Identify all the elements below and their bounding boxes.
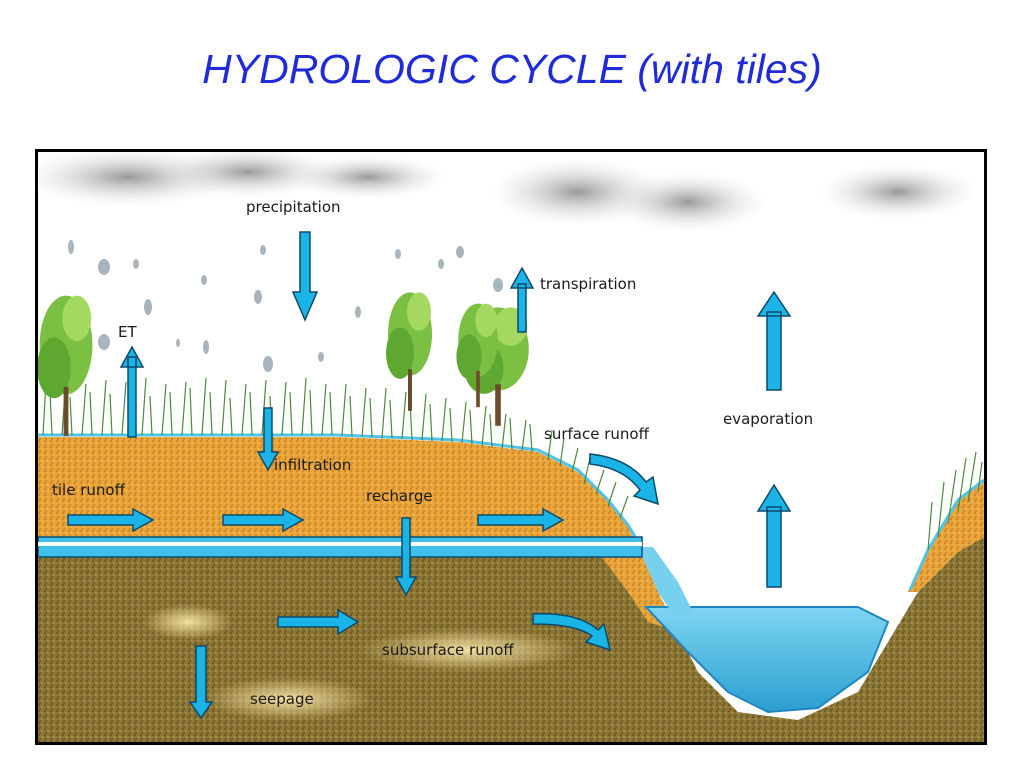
label-recharge: recharge <box>366 487 433 505</box>
tile-drain <box>38 536 643 558</box>
subsurface-zone <box>358 628 578 672</box>
grass <box>42 376 983 551</box>
transpiration-arrow <box>509 266 535 333</box>
topsoil-right-bank <box>908 482 984 592</box>
hydrologic-cycle-diagram: precipitation ET transpiration infiltrat… <box>35 149 987 745</box>
label-evaporation: evaporation <box>723 410 813 428</box>
tile-runoff-arrow-3 <box>477 507 565 533</box>
subsurface-arrow <box>277 608 360 636</box>
seepage-arrow <box>188 645 214 720</box>
waterfall <box>638 547 693 622</box>
et-arrow <box>119 345 145 438</box>
label-et: ET <box>118 323 137 341</box>
stream-water <box>643 606 890 714</box>
clouds <box>38 152 978 232</box>
subsurface-curve-arrow <box>532 613 612 652</box>
tile-runoff-arrow-2 <box>222 507 305 533</box>
label-transpiration: transpiration <box>540 275 636 293</box>
label-infiltration: infiltration <box>274 456 351 474</box>
precipitation-arrow <box>291 231 319 322</box>
evaporation-arrow-top <box>756 290 792 391</box>
infiltration-arrow <box>256 407 280 472</box>
label-surface-runoff: surface runoff <box>544 425 650 443</box>
recharge-arrow <box>394 517 418 597</box>
label-seepage: seepage <box>250 690 314 708</box>
label-precipitation: precipitation <box>246 198 341 216</box>
page-title: HYDROLOGIC CYCLE (with tiles) <box>202 46 822 92</box>
tile-runoff-arrow-1 <box>67 507 155 533</box>
label-tile-runoff: tile runoff <box>52 481 126 499</box>
evaporation-arrow-bottom <box>756 483 792 588</box>
flow-arrows <box>67 231 792 720</box>
raindrops <box>68 240 503 372</box>
label-subsurface-runoff: subsurface runoff <box>382 641 514 659</box>
surface-runoff-arrow <box>589 453 659 506</box>
surface-water-film <box>38 433 642 546</box>
seepage-zone <box>203 677 373 721</box>
